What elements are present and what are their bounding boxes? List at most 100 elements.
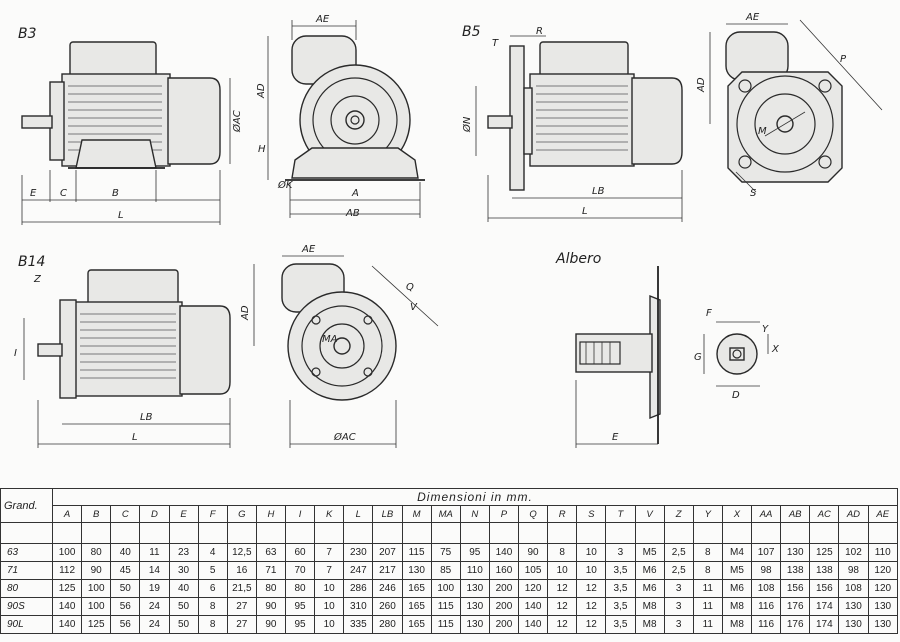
table-cell: M6 (721, 579, 753, 598)
shaft-dim-d: D (732, 390, 740, 401)
table-cell: 3 (663, 579, 694, 598)
spacer-cell (576, 522, 607, 544)
table-cell: 2,5 (663, 543, 694, 562)
spacer-cell (226, 522, 257, 544)
table-cell: 138 (780, 561, 811, 580)
table-cell: 156 (809, 579, 840, 598)
spacer-cell (51, 522, 83, 544)
b5-title: B5 (462, 24, 481, 40)
table-cell: 12,5 (226, 543, 257, 562)
column-header: AB (780, 505, 811, 523)
shaft-dim-g: G (694, 352, 702, 363)
spacer-cell (197, 522, 228, 544)
spacer-cell (867, 522, 898, 544)
b3-dim-l: L (118, 210, 124, 221)
table-cell: 90 (255, 615, 287, 634)
spacer-cell (314, 522, 345, 544)
table-cell: 6 (197, 579, 228, 598)
table-cell: 27 (226, 615, 257, 634)
table-cell: 19 (139, 579, 170, 598)
table-cell: 140 (517, 597, 549, 616)
table-cell: 23 (168, 543, 199, 562)
table-cell: 30 (168, 561, 199, 580)
column-header: AE (867, 505, 898, 523)
spacer-cell (692, 522, 723, 544)
table-cell: 174 (809, 597, 840, 616)
table-cell: 156 (780, 579, 811, 598)
table-cell: 12 (576, 615, 607, 634)
column-header: M (401, 505, 432, 523)
table-cell: 16 (226, 561, 257, 580)
b5-dim-lb: LB (592, 186, 605, 197)
table-cell: 14 (139, 561, 170, 580)
table-cell: M8 (721, 597, 753, 616)
table-cell: 75 (430, 543, 461, 562)
table-cell: 3 (663, 597, 694, 616)
spacer-cell (430, 522, 461, 544)
table-cell: 120 (517, 579, 549, 598)
table-cell: 10 (314, 597, 345, 616)
table-cell: 130 (838, 597, 869, 616)
column-header: I (284, 505, 316, 523)
table-cell: 27 (226, 597, 257, 616)
spacer-cell (780, 522, 811, 544)
column-header: K (314, 505, 345, 523)
table-cell: 56 (110, 597, 141, 616)
column-header: X (721, 505, 753, 523)
table-cell: 63 (255, 543, 287, 562)
table-cell: M8 (634, 597, 665, 616)
spacer-cell (284, 522, 316, 544)
technical-drawing: B3 E C B L ØAC (14, 12, 883, 448)
table-cell: 56 (110, 615, 141, 634)
spacer-cell (547, 522, 578, 544)
table-cell: 130 (867, 597, 898, 616)
shaft-title: Albero (555, 251, 601, 267)
table-cell: M8 (634, 615, 665, 634)
b14-dim-ac: ØAC (333, 431, 356, 443)
b5-side-view: B5 T R ØN LB L (461, 24, 683, 222)
row-size-label: 80 (0, 579, 53, 598)
table-cell: 217 (372, 561, 403, 580)
table-cell: 310 (343, 597, 374, 616)
b3-front-view: AE AD H ØK A AB (256, 14, 425, 219)
b5-dim-r: R (536, 26, 543, 37)
b3-dim-ab: AB (345, 208, 360, 219)
table-cell: 40 (168, 579, 199, 598)
table-cell: M5 (721, 561, 753, 580)
table-cell: 105 (517, 561, 549, 580)
b14-dim-ad: AD (240, 305, 251, 321)
b14-dim-lb: LB (140, 412, 153, 423)
table-cell: 140 (51, 597, 83, 616)
table-cell: 176 (780, 615, 811, 634)
b3-dim-e: E (30, 188, 37, 199)
table-cell: 246 (372, 579, 403, 598)
table-cell: 11 (692, 597, 723, 616)
spacer-cell (721, 522, 753, 544)
table-cell: 50 (110, 579, 141, 598)
table-cell: 115 (430, 597, 461, 616)
table-cell: M4 (721, 543, 753, 562)
table-cell: 174 (809, 615, 840, 634)
spacer-cell (663, 522, 694, 544)
table-title: Dimensioni in mm. (52, 488, 898, 506)
table-cell: 130 (780, 543, 811, 562)
b5-dim-p: P (840, 54, 847, 65)
b14-dim-q: Q (406, 282, 414, 293)
table-cell: 8 (692, 561, 723, 580)
b14-front-view: AE AD Q V MA ØAC (240, 244, 439, 448)
b14-title: B14 (18, 254, 45, 270)
table-cell: 280 (372, 615, 403, 634)
table-cell: 165 (401, 615, 432, 634)
table-cell: M6 (634, 561, 665, 580)
table-cell: 110 (867, 543, 898, 562)
column-header: N (459, 505, 490, 523)
table-cell: 8 (197, 615, 228, 634)
table-cell: 50 (168, 615, 199, 634)
table-cell: 4 (197, 543, 228, 562)
